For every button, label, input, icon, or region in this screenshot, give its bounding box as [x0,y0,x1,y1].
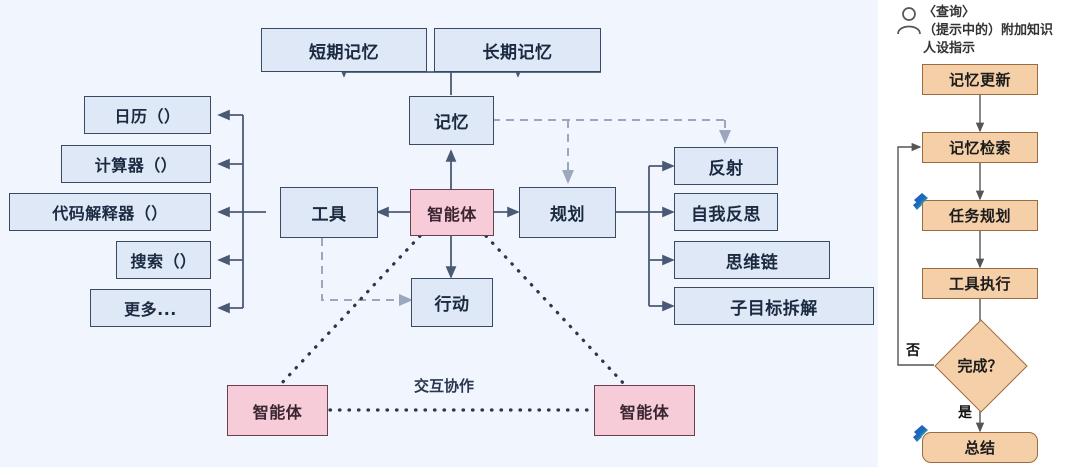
node-label: 自我反思 [691,204,761,225]
node-label: 智能体 [619,402,670,422]
node-label: 规划 [550,205,585,225]
node-label: 计算器（） [94,156,178,175]
right-workflow-panel: 〈查询〉 （提示中的）附加知识 人设指示 [878,0,1080,467]
node-label: 总结 [964,439,996,457]
node-label: 完成？ [957,356,1003,375]
node-label: 日历（） [114,107,181,126]
step-task-planning[interactable]: 任务规划 [922,200,1038,231]
node-label: 工具执行 [948,275,1011,293]
collaboration-label: 交互协作 [414,375,474,396]
node-tool-search[interactable]: 搜索（） [116,241,211,279]
node-label: 记忆检索 [948,139,1011,157]
node-label: 记忆更新 [948,71,1011,89]
node-label: 任务规划 [948,207,1011,225]
node-label: 长期记忆 [482,42,553,63]
branch-label-no: 否 [906,340,920,360]
node-label: 反射 [708,158,744,179]
right-connectors [897,95,985,433]
node-label: 更多... [124,300,177,319]
left-connectors [217,65,731,412]
node-label: 智能体 [252,402,303,422]
branch-yes-text: 是 [958,405,972,421]
step-memory-update[interactable]: 记忆更新 [922,64,1038,95]
node-label: 思维链 [725,252,779,273]
node-tool-calculator[interactable]: 计算器（） [61,145,211,183]
node-label: 搜索（） [130,252,197,271]
node-long-term-memory[interactable]: 长期记忆 [434,28,601,72]
node-action[interactable]: 行动 [411,278,493,327]
node-label: 短期记忆 [309,42,379,63]
node-agent-center[interactable]: 智能体 [410,189,494,236]
header-text: 人设指示 [923,41,976,56]
header-line-query: 〈查询〉 [923,1,975,20]
step-tool-execution[interactable]: 工具执行 [922,268,1038,299]
node-plan-reflection[interactable]: 反射 [674,147,778,185]
header-text: （提示中的）附加知识 [923,23,1054,38]
header-text: 〈查询〉 [923,5,976,20]
node-short-term-memory[interactable]: 短期记忆 [261,28,427,72]
node-label: 行动 [434,295,470,315]
step-summary[interactable]: 总结 [922,432,1038,463]
step-memory-retrieval[interactable]: 记忆检索 [922,132,1038,163]
collaboration-label-text: 交互协作 [414,377,475,395]
node-tool-calendar[interactable]: 日历（） [84,96,211,134]
decision-completed[interactable]: 完成？ [934,319,1028,413]
node-label: 记忆 [434,113,469,133]
node-label: 工具 [311,205,347,225]
sparkle-icon [913,425,928,442]
left-architecture-panel: 短期记忆 长期记忆 记忆 日历（） 计算器（） 代码解释器（） 搜索（） 更多.… [0,0,878,467]
node-tools[interactable]: 工具 [280,187,378,238]
node-label: 子目标拆解 [730,298,818,319]
node-label: 智能体 [427,204,477,224]
node-label: 代码解释器（） [52,204,168,223]
node-tool-code-interpreter[interactable]: 代码解释器（） [9,193,211,231]
sparkle-icon [913,193,928,210]
node-plan-chain-of-thought[interactable]: 思维链 [674,241,830,279]
node-agent-left[interactable]: 智能体 [227,385,328,436]
header-line-persona: 人设指示 [923,37,975,56]
node-tool-more[interactable]: 更多... [90,289,211,327]
branch-label-yes: 是 [958,402,972,422]
node-memory[interactable]: 记忆 [409,96,494,145]
person-icon [897,7,921,35]
branch-no-text: 否 [906,343,920,359]
node-plan-subgoal-decomposition[interactable]: 子目标拆解 [674,287,874,325]
node-agent-right[interactable]: 智能体 [594,385,695,436]
node-plan-self-reflection[interactable]: 自我反思 [674,193,778,231]
header-line-knowledge: （提示中的）附加知识 [923,19,1053,38]
node-planning[interactable]: 规划 [519,187,616,238]
